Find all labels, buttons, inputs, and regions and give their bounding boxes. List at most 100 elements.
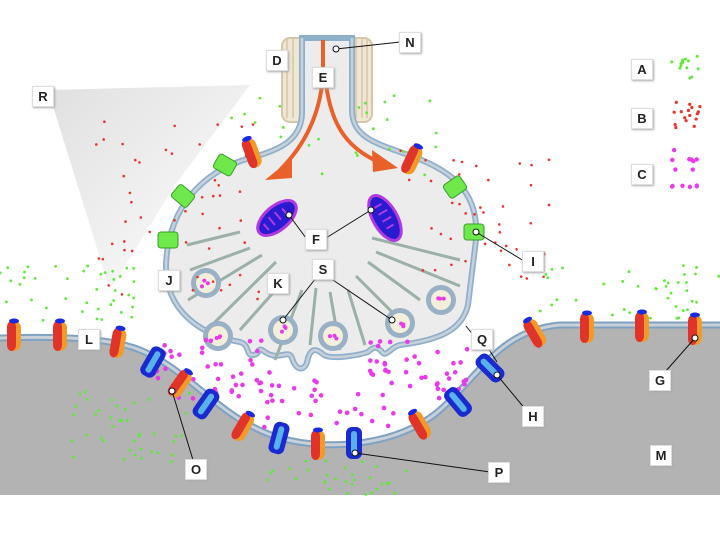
calcium-ion: [103, 120, 106, 124]
neurotransmitter: [399, 321, 404, 326]
legend-b-particle: [694, 117, 698, 121]
sodium-ion: [622, 308, 626, 311]
channel-core: [53, 321, 62, 351]
sodium-ion: [353, 478, 356, 482]
label-h: H: [522, 406, 544, 427]
legend-b-particle: [684, 119, 688, 123]
sodium-ion: [100, 318, 104, 321]
sodium-channel: [407, 408, 431, 440]
neurotransmitter: [377, 339, 383, 344]
neurotransmitter: [199, 345, 205, 351]
channel-gate: [55, 318, 65, 324]
neurotransmitter: [446, 376, 452, 381]
calcium-ion: [170, 152, 174, 155]
calcium-ion: [138, 161, 141, 164]
sodium-ion: [621, 280, 625, 283]
sodium-ion: [628, 311, 632, 315]
sodium-ion: [127, 293, 131, 297]
sodium-ion: [137, 434, 141, 438]
sodium-ion: [180, 434, 184, 437]
neurotransmitter: [334, 420, 339, 426]
sodium-ion: [269, 471, 273, 475]
channel-gate: [522, 316, 533, 324]
channel-core: [580, 313, 589, 343]
sodium-ion: [103, 271, 107, 275]
calcium-ion: [228, 283, 232, 287]
postsynaptic-cell: [0, 325, 720, 495]
neurotransmitter: [380, 392, 386, 398]
sodium-ion: [99, 436, 103, 440]
calcium-ion: [200, 195, 204, 199]
label-i: I: [522, 251, 544, 272]
neurotransmitter: [382, 362, 388, 367]
sodium-ion: [388, 147, 391, 151]
neurotransmitter: [314, 379, 319, 385]
sodium-ion: [354, 151, 358, 155]
calcium-ion: [508, 263, 511, 267]
sodium-ion: [131, 305, 135, 309]
sodium-ion: [669, 291, 673, 295]
neurotransmitter: [217, 335, 222, 340]
sodium-ion: [627, 270, 631, 274]
calcium-ion: [128, 191, 132, 195]
sodium-ion: [152, 432, 156, 436]
calcium-ion: [529, 183, 533, 187]
sodium-ion: [325, 473, 329, 477]
neurotransmitter: [367, 368, 373, 374]
neurotransmitter: [162, 343, 167, 348]
calcium-ion: [97, 257, 101, 260]
sodium-ion: [350, 482, 354, 486]
neurotransmitter: [269, 383, 275, 388]
calcium-ion: [464, 212, 468, 215]
ligand-gated-receptor: [346, 427, 362, 459]
neurotransmitter: [163, 366, 168, 372]
sodium-ion: [288, 467, 292, 470]
neurotransmitter: [423, 374, 428, 380]
sodium-ion: [132, 296, 136, 300]
calcium-ion: [547, 203, 551, 207]
neurotransmitter: [262, 424, 267, 430]
sodium-ion: [132, 280, 136, 284]
channel-gate: [115, 325, 126, 331]
sodium-channel: [522, 316, 546, 348]
neurotransmitter: [276, 383, 282, 389]
calcium-ion: [473, 213, 476, 216]
calcium-ion: [457, 173, 461, 176]
neurotransmitter: [462, 381, 467, 387]
sodium-channel: [109, 325, 127, 358]
neurotransmitter: [270, 398, 275, 403]
legend-c-particle: [687, 184, 693, 190]
neurotransmitter: [190, 396, 196, 401]
sodium-ion: [184, 411, 188, 415]
sodium-ion: [113, 289, 117, 292]
neurotransmitter: [267, 370, 272, 375]
legend-a-particle: [670, 60, 674, 64]
sodium-channel: [7, 318, 21, 351]
sodium-ion: [385, 118, 389, 121]
sodium-ion: [139, 447, 143, 451]
neurotransmitter: [236, 393, 242, 399]
neurotransmitter: [375, 343, 381, 349]
channel-pore: [273, 426, 285, 450]
neurotransmitter: [404, 357, 409, 362]
neurotransmitter: [169, 354, 174, 359]
neurotransmitter: [312, 387, 317, 393]
sodium-ion: [393, 491, 397, 495]
channel-gate: [637, 309, 647, 315]
sodium-channel: [241, 135, 262, 169]
sodium-channel: [53, 318, 67, 351]
neurotransmitter: [370, 372, 376, 377]
label-r: R: [32, 86, 54, 107]
sodium-ion: [681, 309, 685, 312]
neurotransmitter: [255, 348, 260, 354]
neurotransmitter: [233, 382, 239, 388]
channel-gate: [407, 408, 418, 416]
sodium-ion: [78, 392, 82, 396]
sodium-ion: [388, 481, 391, 485]
sodium-ion: [171, 453, 174, 457]
label-n: N: [399, 32, 421, 53]
sodium-ion: [676, 281, 680, 284]
neurotransmitter: [327, 334, 332, 339]
